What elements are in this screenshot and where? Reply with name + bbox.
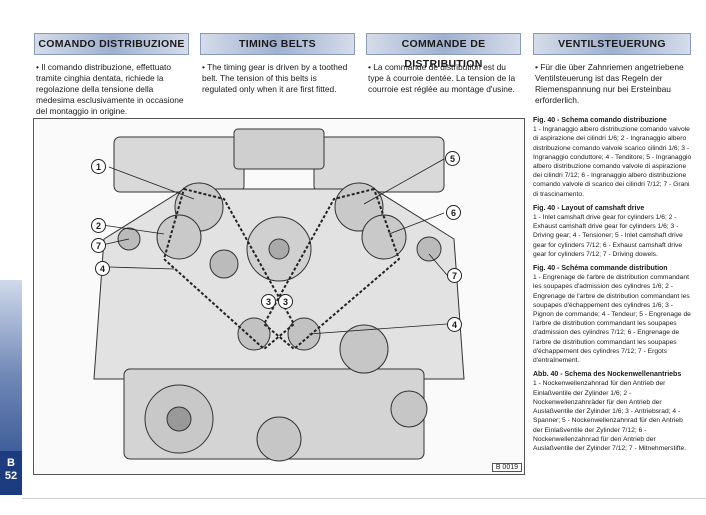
engine-drawing (93, 128, 465, 462)
callout-2: 2 (91, 218, 106, 233)
callout-4-right: 4 (447, 317, 462, 332)
callout-1: 1 (91, 159, 106, 174)
callout-3b: 3 (278, 294, 293, 309)
caption-title-german: Abb. 40 - Schema des Nockenwellenantrieb… (533, 371, 682, 379)
intro-french: • La commande de distribution est du typ… (368, 62, 516, 94)
intro-italian: • Il comando distribuzione, effettuato t… (36, 62, 184, 116)
section-sidebar: B 52 (0, 280, 22, 495)
intro-english: • The timing gear is driven by a toothed… (202, 62, 348, 94)
caption-text-italian: 1 - Ingranaggio albero distribuzione com… (533, 126, 692, 198)
callout-5: 5 (445, 151, 460, 166)
timing-belt-figure: 1 2 7 4 3 3 5 6 7 4 B 0019 (33, 118, 525, 475)
callout-6: 6 (446, 205, 461, 220)
header-french: COMMANDE DE DISTRIBUTION (366, 33, 521, 70)
intro-german: • Für die über Zahnriemen angetriebene V… (535, 62, 684, 105)
caption-title-italian: Fig. 40 - Schema comando distribuzione (533, 117, 667, 124)
figure-captions: Fig. 40 - Schema comando distribuzione 1… (533, 116, 693, 453)
header-german: VENTILSTEUERUNG (533, 33, 691, 55)
caption-text-german: 1 - Nockenwellenzahnrad für den Antrieb … (533, 380, 687, 452)
caption-title-english: Fig. 40 - Layout of camshaft drive (533, 204, 645, 212)
page-number: 52 (4, 470, 18, 482)
callout-3a: 3 (261, 294, 276, 309)
callout-7-right: 7 (447, 268, 462, 283)
caption-text-english: 1 - Inlet camshaft drive gear for cylind… (533, 214, 683, 258)
section-tab: B 52 (0, 451, 22, 495)
header-italian: COMANDO DISTRIBUZIONE (34, 33, 189, 55)
header-english: TIMING BELTS (200, 33, 355, 55)
section-letter: B (7, 457, 15, 469)
callout-4-left: 4 (95, 261, 110, 276)
caption-title-french: Fig. 40 - Schéma commande distribution (533, 265, 668, 273)
caption-text-french: 1 - Engrenage de l'arbre de distribution… (533, 274, 691, 365)
page-bottom-rule (22, 498, 706, 499)
figure-code: B 0019 (491, 463, 522, 472)
callout-7-left: 7 (91, 238, 106, 253)
